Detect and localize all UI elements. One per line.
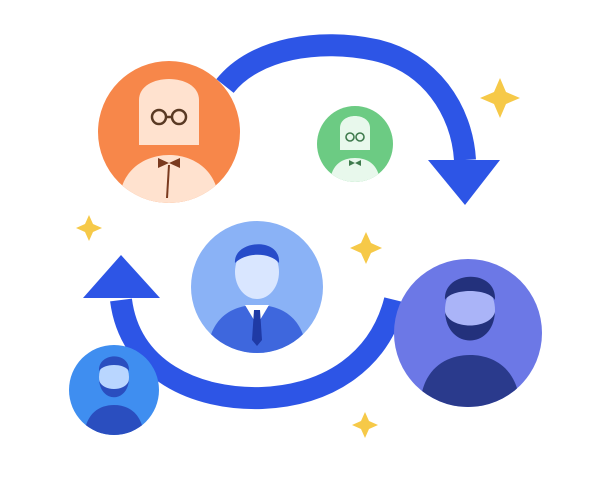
green-woman-avatar-icon	[317, 106, 393, 182]
cycle-arrow-icon-bottom	[83, 255, 406, 410]
businessman-avatar-icon	[191, 221, 323, 353]
small-bearded-man-avatar-icon	[69, 345, 159, 435]
cycle-arrow-icon-top	[216, 34, 500, 205]
bearded-man-avatar-icon	[394, 259, 542, 407]
sparkle-icon	[76, 78, 520, 438]
orange-woman-avatar-icon	[98, 61, 240, 203]
